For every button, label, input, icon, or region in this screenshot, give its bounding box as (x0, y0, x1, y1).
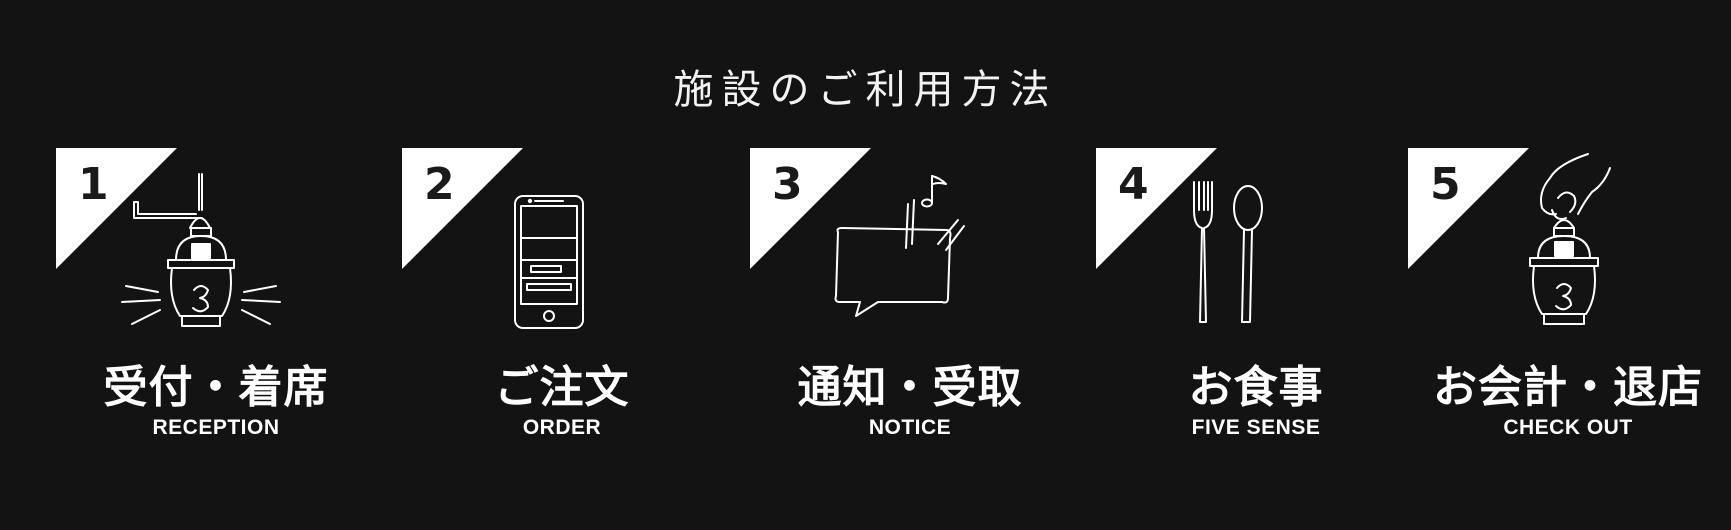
step-order: 2 ご注文 ORDER (402, 148, 722, 448)
step-badge (1408, 148, 1529, 269)
notification-bubble-icon (750, 148, 1070, 338)
step-sublabel: ORDER (522, 416, 602, 439)
step-label: ご注文 (494, 362, 630, 413)
step-sublabel: CHECK OUT (1503, 416, 1633, 439)
smartphone-icon (402, 148, 722, 338)
step-badge (1096, 148, 1217, 269)
step-sublabel: NOTICE (868, 416, 952, 439)
step-number: 3 (772, 159, 803, 210)
step-five-sense: 4 お食事 FIVE SENSE (1096, 148, 1416, 448)
page-title: 施設のご利用方法 (673, 67, 1058, 113)
step-number: 2 (424, 159, 455, 210)
step-number: 1 (78, 159, 109, 210)
step-reception: 1 受付・着席 RECEPTION (56, 148, 376, 448)
hand-lantern-icon (1408, 148, 1728, 338)
step-label: お会計・退店 (1433, 362, 1703, 413)
step-badge (402, 148, 523, 269)
step-label: 受付・着席 (103, 362, 329, 413)
fork-spoon-icon (1096, 148, 1416, 338)
step-badge (56, 148, 177, 269)
step-sublabel: FIVE SENSE (1191, 416, 1321, 439)
step-sublabel: RECEPTION (152, 416, 280, 439)
step-badge (750, 148, 871, 269)
step-label: 通知・受取 (797, 362, 1023, 413)
step-number: 4 (1118, 159, 1149, 210)
lantern-light-icon (56, 148, 376, 338)
step-number: 5 (1430, 159, 1461, 210)
step-check-out: 5 お会計・退店 CHECK OUT (1408, 148, 1728, 448)
step-notice: 3 通知・受取 NOTICE (750, 148, 1070, 448)
step-label: お食事 (1188, 362, 1324, 413)
